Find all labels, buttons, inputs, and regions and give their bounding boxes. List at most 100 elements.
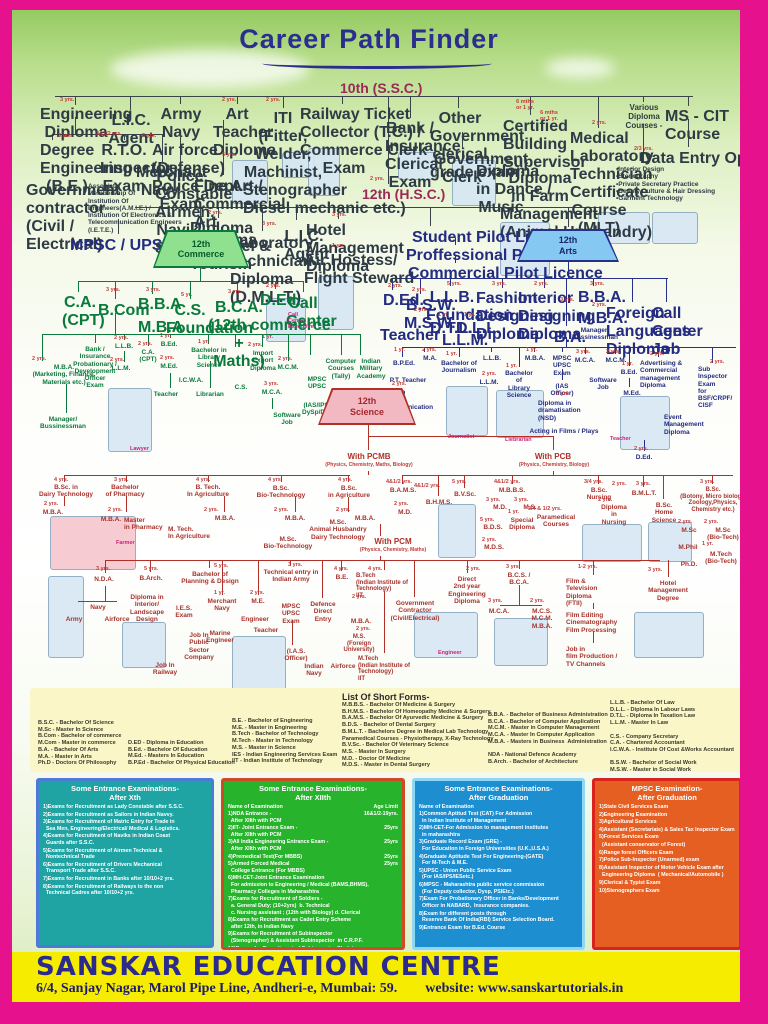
flow-label-diploma-in-nursing: Diploma in Nursing [601, 504, 627, 526]
connector-line [566, 278, 567, 326]
connector-line [208, 334, 209, 344]
flow-label-advertising-commercial-management-diplom: Advertising & Commercial management Dipl… [640, 360, 683, 389]
flow-label-m-c-s-m-c-m-m-b-a: M.C.S. M.C.M. M.B.A. [531, 608, 553, 630]
connector-line [180, 137, 181, 165]
exam-box-after-graduation: Some Entrance Examinations- After Gradua… [412, 778, 585, 950]
exam-item-text: 9)Clerical & Typist Exam [599, 880, 661, 887]
connector-line [235, 334, 236, 347]
exam-item: 6)Exams for Recruitment of Drivers Mecha… [43, 862, 207, 875]
connector-line [668, 560, 669, 577]
exam-item-text: 7)Exam For Probationary Officer in Banks… [419, 896, 559, 909]
flow-label-engineering-diploma: Engineering Diploma [40, 106, 133, 141]
exam-item-text: 3)Exams for Recruitment of Matric Entry … [43, 819, 180, 832]
scientist-illustration [648, 522, 692, 562]
flow-label-3-yrs: 3 yrs. [648, 567, 663, 573]
connector-line [115, 281, 116, 299]
connector-line [42, 334, 43, 361]
connector-line [562, 347, 563, 352]
connector-line [534, 347, 535, 352]
connector-line [209, 560, 210, 568]
flow-label-m-a: M.A. [423, 355, 437, 362]
flow-label-1-yr: 1 yr. [160, 333, 172, 339]
institute-website[interactable]: website: www.sanskartutorials.in [425, 981, 624, 997]
flow-label-i-c-w-a: I.C.W.A. [178, 377, 204, 384]
flow-label-1-yr: 1 yr. [464, 312, 476, 318]
stream-science: 12th Science [318, 388, 416, 425]
heading-10th-ssc: 10th (S.S.C.) [340, 80, 423, 96]
connector-line [553, 471, 554, 475]
exam-item: 10)Exams for Recruitment of Subinspector… [228, 946, 398, 947]
flow-label-m-b-a: M.B.A. [350, 618, 372, 625]
flow-label-master-in-pharmacy: Master in Pharmacy [124, 517, 163, 532]
flow-label-b-p-ed: B.P.Ed. [393, 360, 415, 367]
flow-label-2-yrs: 2 yrs. [612, 481, 627, 487]
flow-label-6-mths-or-1-yr: 6 mths or 1 yr. [516, 99, 535, 112]
connector-line [55, 96, 693, 97]
flow-label-marine-engineer: Marine Engineer [206, 630, 234, 645]
flow-label-engineer: Engineer [241, 616, 269, 623]
connector-line [105, 586, 106, 601]
flow-label-mpsc-upsc-exam: MPSC UPSC Exam [281, 603, 301, 625]
title-underline [262, 58, 492, 69]
flow-label-3-yrs: 3 yrs. [576, 349, 591, 355]
exam-item-text: 7)Exams for Recruitment in Banks after 1… [43, 876, 174, 883]
flow-label-mpsc-upsc-exam: MPSC / UPSC (Exam) [70, 237, 232, 254]
flow-label-l-l-b: L.L.B. [114, 343, 134, 350]
flow-label-1-yr: 1 yr. [214, 590, 226, 596]
connector-line [438, 475, 439, 496]
short-forms-column-1: B.S.C. - Bachelor Of Science M.Sc - Mast… [38, 720, 122, 767]
connector-line [64, 496, 65, 506]
cloud-blob-left [110, 50, 310, 88]
flow-label-1-2-yrs: 1-2 yrs. [578, 564, 598, 570]
flow-label-4-1-2-yrs: 4&1/2 yrs. [494, 479, 520, 485]
connector-line [296, 207, 297, 220]
flow-label-call-center-job: Call Center Job [652, 305, 703, 358]
exam-item-text: 2)Engineering Examination [599, 811, 668, 818]
connector-line [368, 425, 369, 450]
connector-line [544, 278, 545, 288]
flow-label-5-yrs: 5 yrs. [214, 563, 229, 569]
flow-label-ias-officer: (IAS Officer) [550, 383, 574, 398]
flow-label-l-l-m: L.L.M. [111, 365, 131, 372]
flow-label-4-yrs: 4 yrs. [338, 477, 353, 483]
exam-item-text: 9)Exams for Recruitment of Subinspector … [228, 931, 363, 944]
flow-label-m-b-a: M.B.A. [578, 310, 628, 327]
exam-item-text: 5)Forest Services Exam [599, 834, 659, 841]
flow-label-2-yrs: 2 yrs. [530, 598, 545, 604]
flow-label-2-yrs: 2 yrs. [388, 283, 403, 289]
connector-line [629, 347, 630, 366]
flow-label-2-yrs: 2 yrs. [678, 519, 693, 525]
exam-item-text: 6)Exams for Recruitment of Drivers Mecha… [43, 861, 162, 875]
flow-label-b-sc-bio-technology: B.Sc. Bio-Technology [256, 485, 306, 500]
exam-item: 1)State Civil Services Exam [599, 804, 735, 811]
exam-item: 2)IIT- Joint Entrance Exam - After XIIth… [228, 825, 398, 838]
connector-line [292, 620, 293, 645]
flow-label-m-c-m: M.C.M. [277, 364, 299, 371]
flow-label-b-h-m-s: B.H.M.S. [425, 499, 453, 506]
connector-line [566, 337, 567, 347]
flow-label-3-yrs: 3 yrs. [506, 564, 521, 570]
stream-arts-line2: Arts [558, 245, 577, 256]
flow-label-2-yrs: 2 yrs. [704, 519, 719, 525]
flow-label-2-yrs: 2 yrs. [222, 97, 237, 103]
flow-label-1-yr: 1 yr. [622, 361, 634, 367]
connector-line [712, 475, 713, 484]
connector-line [52, 134, 162, 135]
flow-label-3-yrs: 3 yrs. [560, 297, 575, 303]
flow-label-2-yrs: 2 yrs. [370, 176, 385, 182]
connector-line [455, 238, 456, 245]
flow-label-c-s-foundation: C.S. Foundation [166, 302, 254, 337]
flow-label-i-e-s-exam: I.E.S. Exam [175, 605, 193, 620]
flow-label-m-b-a: M.B.A. [284, 515, 306, 522]
stream-science-line2: Science [349, 406, 385, 417]
flow-label-3-yrs: 3 yrs. [700, 479, 715, 485]
nurse-illustration [582, 524, 642, 562]
connector-line [222, 560, 223, 595]
exam-item-text: 3)Agricultural Services [599, 819, 657, 826]
connector-line [135, 207, 600, 208]
flow-label-2-yrs: 2 yrs. [710, 359, 725, 365]
connector-line [632, 278, 633, 302]
exam-item-text: 6)MPSC - Maharashtra public service comm… [419, 882, 545, 895]
air-hostess-illustration [318, 276, 354, 330]
